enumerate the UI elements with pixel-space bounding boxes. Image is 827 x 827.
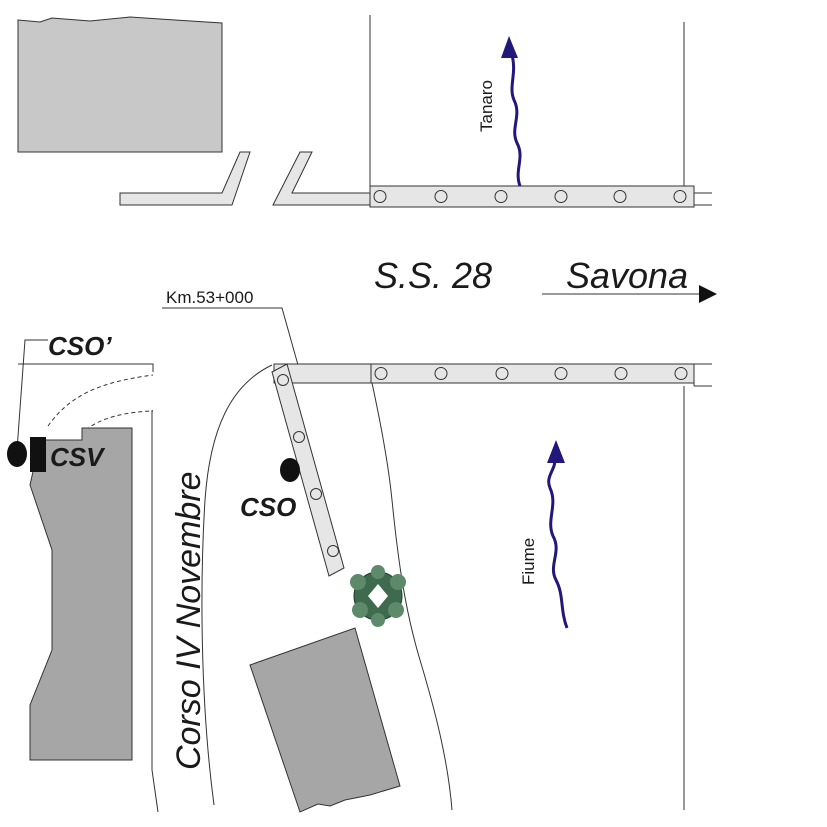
bridge-top-piers xyxy=(373,190,687,203)
river-tanaro-label: Tanaro xyxy=(477,80,496,132)
ramp-right xyxy=(272,151,371,206)
cso-label: CSO xyxy=(240,492,296,522)
csv-label: CSV xyxy=(50,442,106,472)
river-arrow-tanaro xyxy=(509,51,522,187)
ramp-left xyxy=(119,151,251,206)
building-top-left xyxy=(17,16,223,153)
km-marker-leader xyxy=(162,307,299,366)
bridge-top xyxy=(369,185,695,208)
cso-prime-label: CSO’ xyxy=(48,331,112,361)
road-name-label: S.S. 28 xyxy=(374,255,492,296)
corso-edge-far-left xyxy=(151,410,159,813)
cso-prime-leader xyxy=(16,339,48,451)
station-marker-icon xyxy=(7,441,27,467)
bridge-bottom-piers xyxy=(374,367,688,380)
arrow-up-icon xyxy=(547,440,565,463)
tree-icon xyxy=(350,565,406,627)
bridge-diagonal xyxy=(271,363,345,577)
csv-marker xyxy=(30,437,46,472)
bridge-diagonal-piers xyxy=(277,374,339,557)
corso-edge-left xyxy=(201,364,273,806)
km-marker-label: Km.53+000 xyxy=(166,288,253,307)
left-dashed-2 xyxy=(85,410,154,431)
bridge-bottom xyxy=(370,363,695,384)
river-arrow-fiume xyxy=(547,457,569,629)
river-bank-left-bottom xyxy=(371,382,453,811)
left-road-top xyxy=(18,363,154,372)
river-fiume-label: Fiume xyxy=(519,538,538,585)
building-left xyxy=(29,427,133,761)
street-label: Corso IV Novembre xyxy=(170,471,208,770)
left-dashed-1 xyxy=(47,374,154,427)
station-marker-icon xyxy=(280,458,300,482)
direction-label: Savona xyxy=(566,255,688,296)
arrow-up-icon xyxy=(501,36,518,58)
arrow-right-icon xyxy=(699,285,717,303)
building-bottom xyxy=(249,627,401,813)
